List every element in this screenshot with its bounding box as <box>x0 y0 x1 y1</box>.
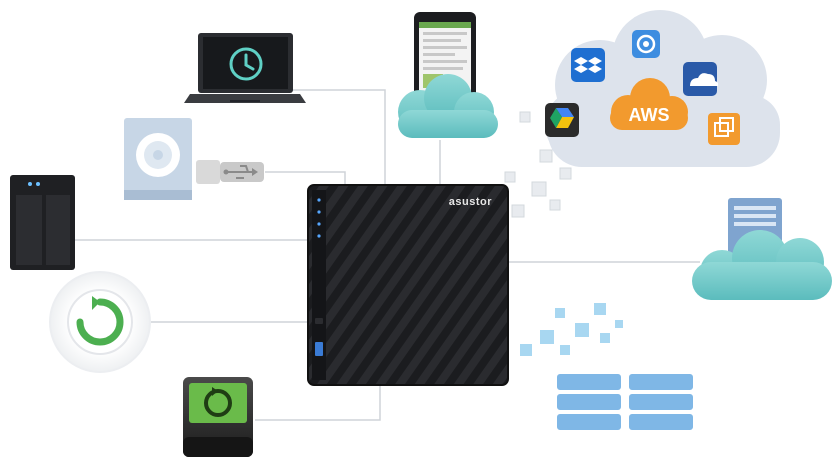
database-storage-icon <box>520 303 695 432</box>
nas-brand-label: asustor <box>449 196 492 208</box>
google-drive-icon <box>545 103 579 137</box>
aws-icon: AWS <box>610 78 688 130</box>
nas-unit: asustor <box>307 184 509 386</box>
left-nas-icon <box>10 175 75 270</box>
line-disk <box>255 385 381 421</box>
aws-label: AWS <box>628 105 669 125</box>
usb-drive-icon <box>196 160 264 184</box>
backup-sync-icon <box>49 271 151 373</box>
line-usb <box>265 171 346 185</box>
sync-icon <box>632 30 660 58</box>
optical-media-icon <box>124 118 192 200</box>
line-laptop <box>250 89 386 185</box>
external-backup-drive-icon <box>183 377 253 457</box>
cloud-services: AWS <box>545 10 780 167</box>
dropbox-icon <box>571 48 605 82</box>
onedrive-icon <box>683 62 719 96</box>
connection-lines <box>75 89 700 421</box>
phone-cloud-icon <box>398 74 498 138</box>
floating-cubes <box>504 111 572 218</box>
remote-server-icon <box>692 198 832 300</box>
laptop-backup-icon <box>184 33 306 103</box>
copy-icon <box>708 113 740 145</box>
